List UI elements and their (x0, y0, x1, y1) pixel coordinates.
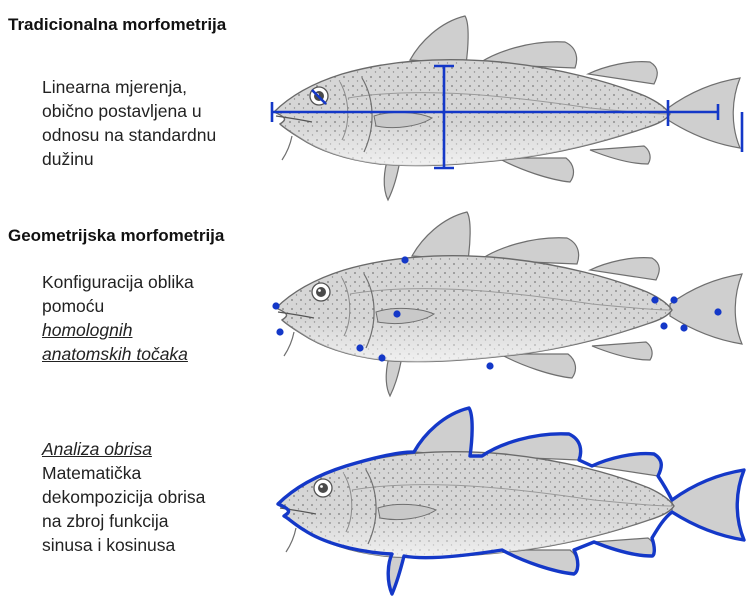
desc-line: na zbroj funkcija (42, 509, 205, 533)
desc-line: Matematička (42, 461, 205, 485)
geometric-description: Konfiguracija oblika pomoću homolognih a… (42, 270, 194, 366)
desc-line: odnosu na standardnu (42, 123, 216, 147)
desc-line: obično postavljena u (42, 99, 216, 123)
section-heading-traditional: Tradicionalna morfometrija (8, 15, 226, 35)
outline-heading: Analiza obrisa (42, 437, 205, 461)
desc-line-emphasis: anatomskih točaka (42, 342, 194, 366)
fish-illustration-geometric (272, 208, 746, 408)
desc-line: Linearna mjerenja, (42, 75, 216, 99)
outline-description: Analiza obrisa Matematička dekompozicija… (42, 437, 205, 557)
desc-line: Konfiguracija oblika (42, 270, 194, 294)
desc-line: pomoću (42, 294, 194, 318)
section-heading-geometric: Geometrijska morfometrija (8, 226, 224, 246)
fish-illustration-outline (274, 404, 746, 604)
traditional-description: Linearna mjerenja, obično postavljena u … (42, 75, 216, 171)
desc-line: dekompozicija obrisa (42, 485, 205, 509)
desc-line: sinusa i kosinusa (42, 533, 205, 557)
desc-line-emphasis: homolognih (42, 318, 194, 342)
fish-illustration-traditional (270, 12, 746, 212)
desc-line: dužinu (42, 147, 216, 171)
